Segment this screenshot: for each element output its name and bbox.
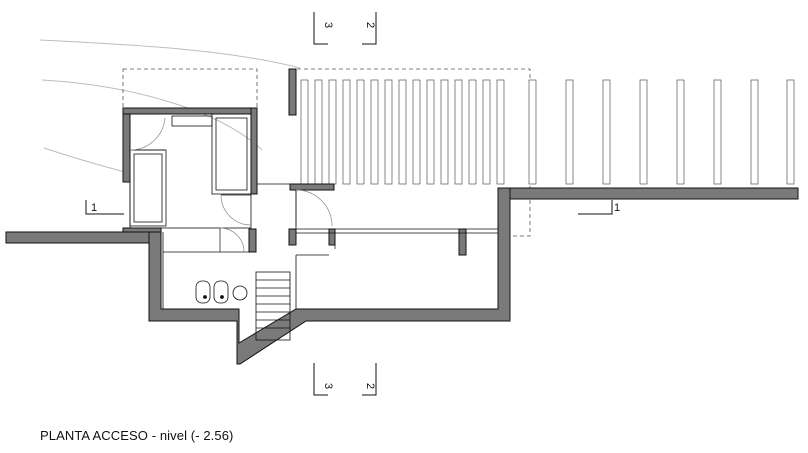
sink-icon (232, 285, 248, 301)
section-1-left-label: 1 (91, 202, 97, 214)
door-swings (129, 117, 336, 253)
drawing-caption: PLANTA ACCESO - nivel (- 2.56) (40, 428, 234, 443)
section-2-top-label: 2 (364, 22, 376, 28)
terrain-contours (39, 39, 301, 173)
section-3-top-label: 3 (322, 22, 334, 28)
interior-lines (129, 113, 498, 309)
cut-walls (5, 68, 799, 365)
section-marks (85, 12, 613, 396)
toilet-icon (195, 280, 211, 304)
bidet-icon (213, 280, 229, 304)
staircase (255, 271, 291, 341)
section-2-bottom-label: 2 (364, 383, 376, 389)
section-3-bottom-label: 3 (322, 383, 334, 389)
section-1-right-label: 1 (614, 202, 620, 214)
section-labels: 3 2 3 2 1 1 (91, 22, 620, 389)
pergola-slats (300, 79, 795, 185)
bathroom-fixtures (195, 280, 248, 304)
